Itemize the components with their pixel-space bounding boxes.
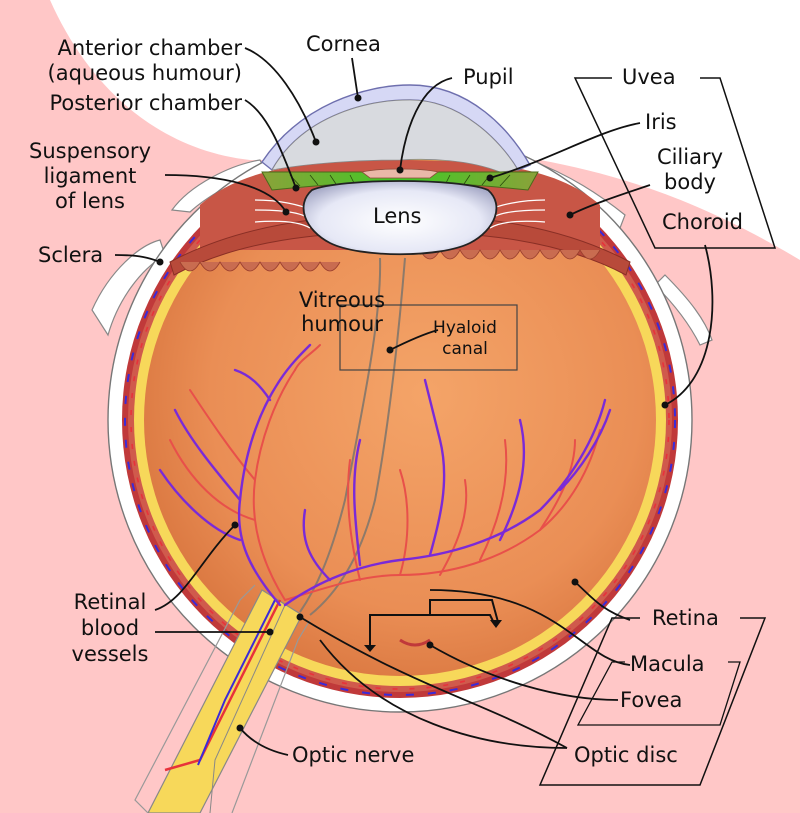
retina-bracket	[538, 617, 767, 786]
label-optic-disc: Optic disc	[574, 743, 678, 767]
fovea-pit	[399, 638, 431, 647]
label-choroid: Choroid	[662, 210, 744, 234]
label-iris: Iris	[645, 110, 677, 134]
label-hyaloid-2: canal	[442, 339, 488, 359]
label-retinal-2: blood	[80, 616, 140, 640]
label-optic-nerve: Optic nerve	[292, 743, 415, 767]
lens	[302, 180, 498, 256]
label-pupil: Pupil	[463, 65, 514, 89]
label-anterior-chamber: Anterior chamber	[57, 36, 242, 60]
label-retinal-3: vessels	[71, 642, 149, 666]
label-suspensory-3: of lens	[55, 189, 125, 213]
choroid-vessels	[124, 144, 676, 696]
optic-nerve-sheath	[134, 584, 311, 813]
choroid-vessels-2	[130, 150, 670, 690]
ciliary-scallops	[179, 249, 601, 272]
label-fovea: Fovea	[620, 688, 683, 712]
leader-dots	[156, 94, 669, 732]
label-ciliary-2: body	[664, 170, 716, 194]
optic-nerve-vessel-blue	[197, 599, 276, 766]
macula-bracket-label	[576, 661, 741, 726]
vitreous-label-box	[339, 304, 518, 371]
label-suspensory-2: ligament	[43, 164, 137, 188]
uvea-bracket	[573, 77, 777, 249]
lid-right-lower	[654, 274, 713, 346]
macula-arrow-left	[364, 645, 376, 652]
vitreous-body	[144, 164, 656, 676]
label-ciliary-1: Ciliary	[656, 145, 724, 169]
label-sclera: Sclera	[38, 243, 104, 267]
label-aqueous-humour: (aqueous humour)	[47, 61, 242, 85]
label-macula: Macula	[630, 652, 705, 676]
leader-lines	[114, 47, 714, 756]
optic-nerve-center	[209, 604, 286, 813]
label-vitreous-2: humour	[301, 312, 383, 336]
label-hyaloid-1: Hyaloid	[433, 318, 497, 338]
label-suspensory-1: Suspensory	[29, 139, 151, 163]
label-vitreous-1: Vitreous	[298, 288, 386, 312]
retinal-veins	[158, 343, 612, 607]
label-posterior-chamber: Posterior chamber	[49, 91, 242, 115]
pupil	[361, 168, 439, 179]
label-cornea: Cornea	[306, 32, 381, 56]
label-retina: Retina	[652, 606, 719, 630]
retinal-arteries	[169, 344, 601, 601]
optic-nerve-vessel-red	[164, 599, 282, 772]
label-uvea: Uvea	[622, 65, 676, 89]
anterior-chamber	[271, 99, 519, 173]
macula-arrow-right	[490, 620, 502, 628]
label-lens: Lens	[373, 204, 422, 228]
label-retinal-1: Retinal	[73, 590, 147, 614]
